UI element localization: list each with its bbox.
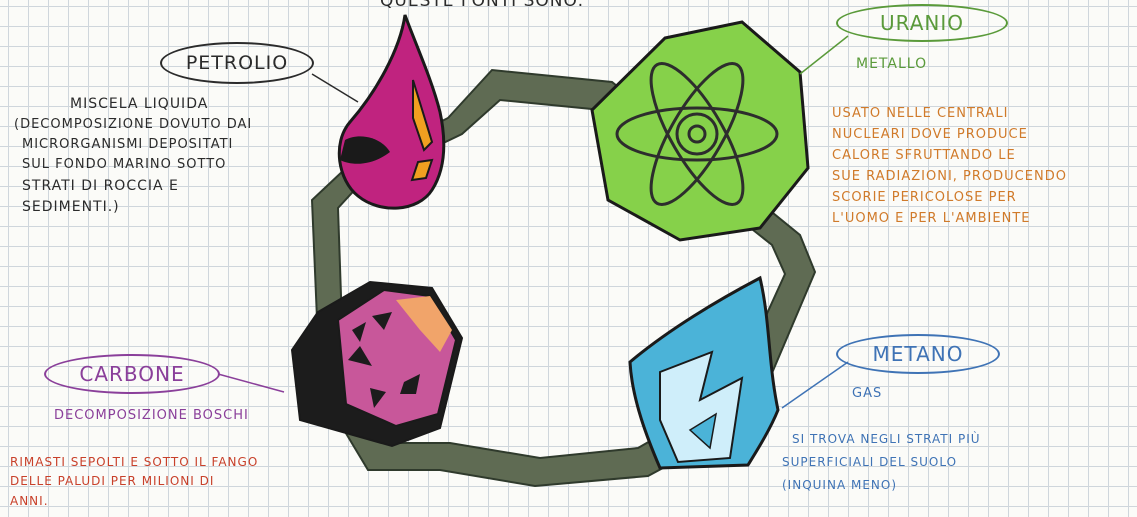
uranio-name: URANIO bbox=[880, 11, 964, 35]
uranio-category: METALLO bbox=[856, 56, 927, 72]
uranio-connector bbox=[800, 36, 848, 74]
petrolio-desc-3: SUL FONDO MARINO SOTTO bbox=[22, 157, 226, 172]
carbone-desc-1: DELLE PALUDI PER MILIONI DI bbox=[10, 474, 214, 488]
metano-flame bbox=[630, 278, 778, 468]
uranio-label: URANIO bbox=[836, 4, 1008, 42]
uranio-desc-3: SUE RADIAZIONI, PRODUCENDO bbox=[832, 169, 1067, 184]
petrolio-desc-4: STRATI DI ROCCIA E bbox=[22, 178, 179, 194]
metano-category: GAS bbox=[852, 386, 882, 401]
header-text: QUESTE FONTI SONO: bbox=[380, 0, 584, 11]
uranio-octagon bbox=[592, 22, 808, 240]
carbone-label: CARBONE bbox=[44, 354, 220, 394]
metano-desc-0: SI TROVA NEGLI STRATI PIÙ bbox=[792, 432, 981, 446]
metano-label: METANO bbox=[836, 334, 1000, 374]
uranio-desc-0: USATO NELLE CENTRALI bbox=[832, 106, 1008, 121]
petrolio-label: PETROLIO bbox=[160, 42, 314, 84]
petrolio-name: PETROLIO bbox=[186, 52, 288, 74]
uranio-desc-2: CALORE SFRUTTANDO LE bbox=[832, 148, 1016, 163]
petrolio-desc-2: MICRORGANISMI DEPOSITATI bbox=[22, 137, 233, 152]
carbone-connector bbox=[218, 374, 284, 392]
carbone-desc-2: ANNI. bbox=[10, 494, 49, 508]
carbone-desc-0: RIMASTI SEPOLTI E SOTTO IL FANGO bbox=[10, 455, 258, 469]
uranio-desc-1: NUCLEARI DOVE PRODUCE bbox=[832, 127, 1028, 142]
petrolio-desc-0: MISCELA LIQUIDA bbox=[70, 96, 208, 112]
uranio-desc-4: SCORIE PERICOLOSE PER bbox=[832, 190, 1017, 205]
metano-desc-2: (INQUINA MENO) bbox=[782, 478, 897, 492]
petrolio-drop bbox=[339, 15, 444, 208]
carbone-category: DECOMPOSIZIONE BOSCHI bbox=[54, 408, 249, 423]
metano-desc-1: SUPERFICIALI DEL SUOLO bbox=[782, 455, 957, 469]
petrolio-desc-5: SEDIMENTI.) bbox=[22, 199, 120, 215]
uranio-desc-5: L'UOMO E PER L'AMBIENTE bbox=[832, 211, 1030, 226]
petrolio-desc-1: (DECOMPOSIZIONE DOVUTO DAI bbox=[14, 117, 252, 132]
petrolio-connector bbox=[312, 74, 358, 102]
metano-name: METANO bbox=[873, 342, 964, 366]
metano-connector bbox=[782, 362, 848, 408]
carbone-name: CARBONE bbox=[79, 362, 184, 386]
